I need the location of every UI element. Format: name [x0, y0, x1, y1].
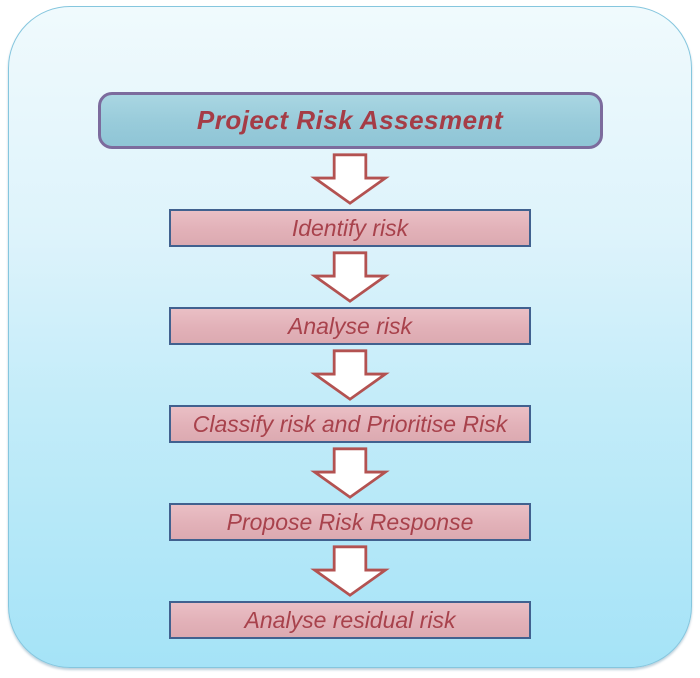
- down-arrow-icon: [310, 349, 390, 401]
- flowchart-step: Propose Risk Response: [169, 503, 531, 541]
- down-arrow-icon: [310, 447, 390, 499]
- flowchart-step-label: Propose Risk Response: [226, 508, 474, 535]
- down-arrow-icon: [310, 545, 390, 597]
- flowchart-step-label: Classify risk and Prioritise Risk: [192, 410, 508, 437]
- flowchart-step: Analyse risk: [169, 307, 531, 345]
- flowchart-step-label: Identify risk: [291, 214, 409, 241]
- flowchart-step-label: Analyse residual risk: [244, 606, 456, 633]
- down-arrow-icon: [310, 153, 390, 205]
- flowchart-step: Classify risk and Prioritise Risk: [169, 405, 531, 443]
- flowchart-step: Identify risk: [169, 209, 531, 247]
- flowchart-title-box: Project Risk Assesment: [97, 92, 603, 149]
- flowchart-canvas: Project Risk Assesment Identify risk Ana…: [8, 6, 692, 668]
- flowchart-step-label: Analyse risk: [288, 312, 412, 339]
- flowchart-title: Project Risk Assesment: [196, 105, 504, 135]
- flowchart-step: Analyse residual risk: [169, 601, 531, 639]
- down-arrow-icon: [310, 251, 390, 303]
